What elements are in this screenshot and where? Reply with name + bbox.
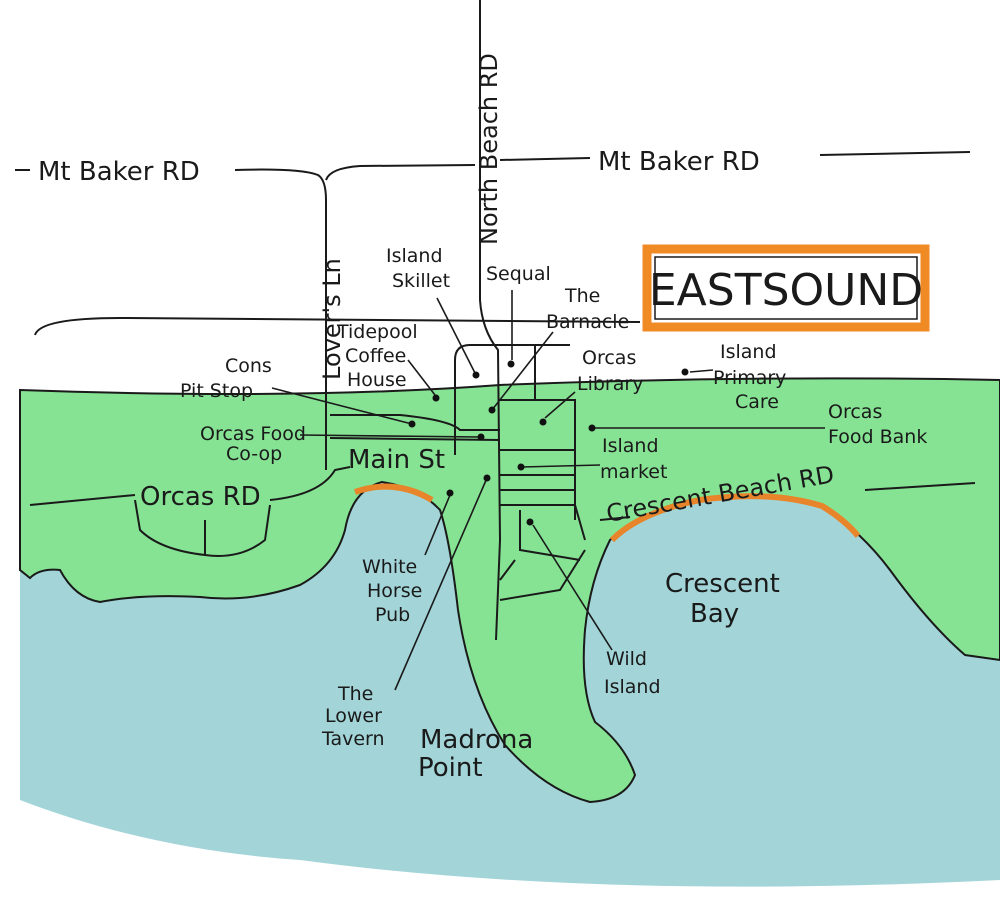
place-tidepool: Tidepool Coffee House — [336, 321, 418, 391]
label-line: Skillet — [392, 270, 450, 292]
label-mt-baker-right: Mt Baker RD — [598, 147, 760, 177]
road-crescent-beach — [599, 482, 976, 521]
road-mt-baker-junction — [325, 164, 476, 181]
place-island-market: Island market — [600, 435, 667, 483]
label-line: Co-op — [226, 443, 282, 465]
land — [19, 377, 1000, 804]
label-line: Tavern — [321, 728, 385, 750]
place-orcas-food-coop: Orcas Food Co-op — [200, 423, 306, 465]
road-orcas-branches — [134, 499, 271, 557]
label-line: Food Bank — [828, 426, 927, 448]
place-island-skillet: Island Skillet — [386, 245, 450, 292]
label-line: Coffee — [345, 345, 406, 367]
place-lower-tavern: The Lower Tavern — [321, 683, 385, 750]
label-line: Island — [720, 341, 777, 363]
label-line: Bay — [690, 599, 739, 629]
label-line: White — [362, 556, 417, 578]
place-sequal: Sequal — [486, 263, 551, 285]
label-line: Barnacle — [546, 311, 629, 333]
place-barnacle: The Barnacle — [546, 285, 629, 333]
label-line: Island — [386, 245, 443, 267]
label-north-beach: North Beach RD — [475, 53, 503, 245]
label-orcas-rd: Orcas RD — [140, 482, 261, 512]
road-north-beach — [479, 0, 502, 641]
place-orcas-food-bank: Orcas Food Bank — [828, 401, 927, 448]
street-grid — [329, 344, 586, 601]
label-line: Tidepool — [336, 321, 418, 343]
label-line: Orcas — [828, 401, 882, 423]
label-line: Care — [735, 391, 779, 413]
label-line: House — [347, 369, 407, 391]
feature-crescent-bay: Crescent Bay — [665, 569, 780, 629]
label-line: Primary — [713, 367, 786, 389]
place-cons-pit-stop: Cons Pit Stop — [180, 355, 272, 402]
label-line: Cons — [225, 355, 272, 377]
place-island-primary-care: Island Primary Care — [713, 341, 786, 413]
label-line: Pub — [375, 604, 410, 626]
label-line: Orcas — [582, 347, 636, 369]
map-title: EASTSOUND — [649, 265, 923, 316]
label-line: Horse — [367, 580, 422, 602]
label-line: Point — [418, 753, 483, 783]
place-wild-island: Wild Island — [604, 648, 661, 698]
label-line: market — [600, 461, 667, 483]
title-frame — [642, 244, 930, 332]
road-mt-baker-left — [15, 168, 327, 470]
leader-lines — [271, 290, 825, 691]
label-line: Crescent — [665, 569, 780, 599]
label-line: The — [337, 683, 373, 705]
label-lovers-ln: Lover's Ln — [318, 258, 346, 380]
label-line: Wild — [606, 648, 647, 670]
road-cross — [34, 316, 641, 336]
place-orcas-library: Orcas Library — [577, 347, 643, 395]
road-mt-baker-right — [499, 151, 971, 161]
label-main-st: Main St — [348, 445, 445, 475]
label-line: Madrona — [420, 725, 533, 755]
label-line: Orcas Food — [200, 423, 306, 445]
label-line: Island — [602, 435, 659, 457]
label-mt-baker-left: Mt Baker RD — [38, 157, 200, 187]
label-line: Library — [577, 373, 643, 395]
label-line: The — [564, 285, 600, 307]
label-line: Island — [604, 676, 661, 698]
road-orcas — [29, 466, 351, 506]
feature-madrona-point: Madrona Point — [418, 725, 533, 783]
beach — [609, 493, 861, 543]
place-white-horse-pub: White Horse Pub — [362, 556, 422, 626]
label-line: Pit Stop — [180, 380, 253, 402]
label-line: Lower — [325, 705, 382, 727]
location-dots — [408, 360, 689, 526]
beach — [354, 483, 434, 503]
